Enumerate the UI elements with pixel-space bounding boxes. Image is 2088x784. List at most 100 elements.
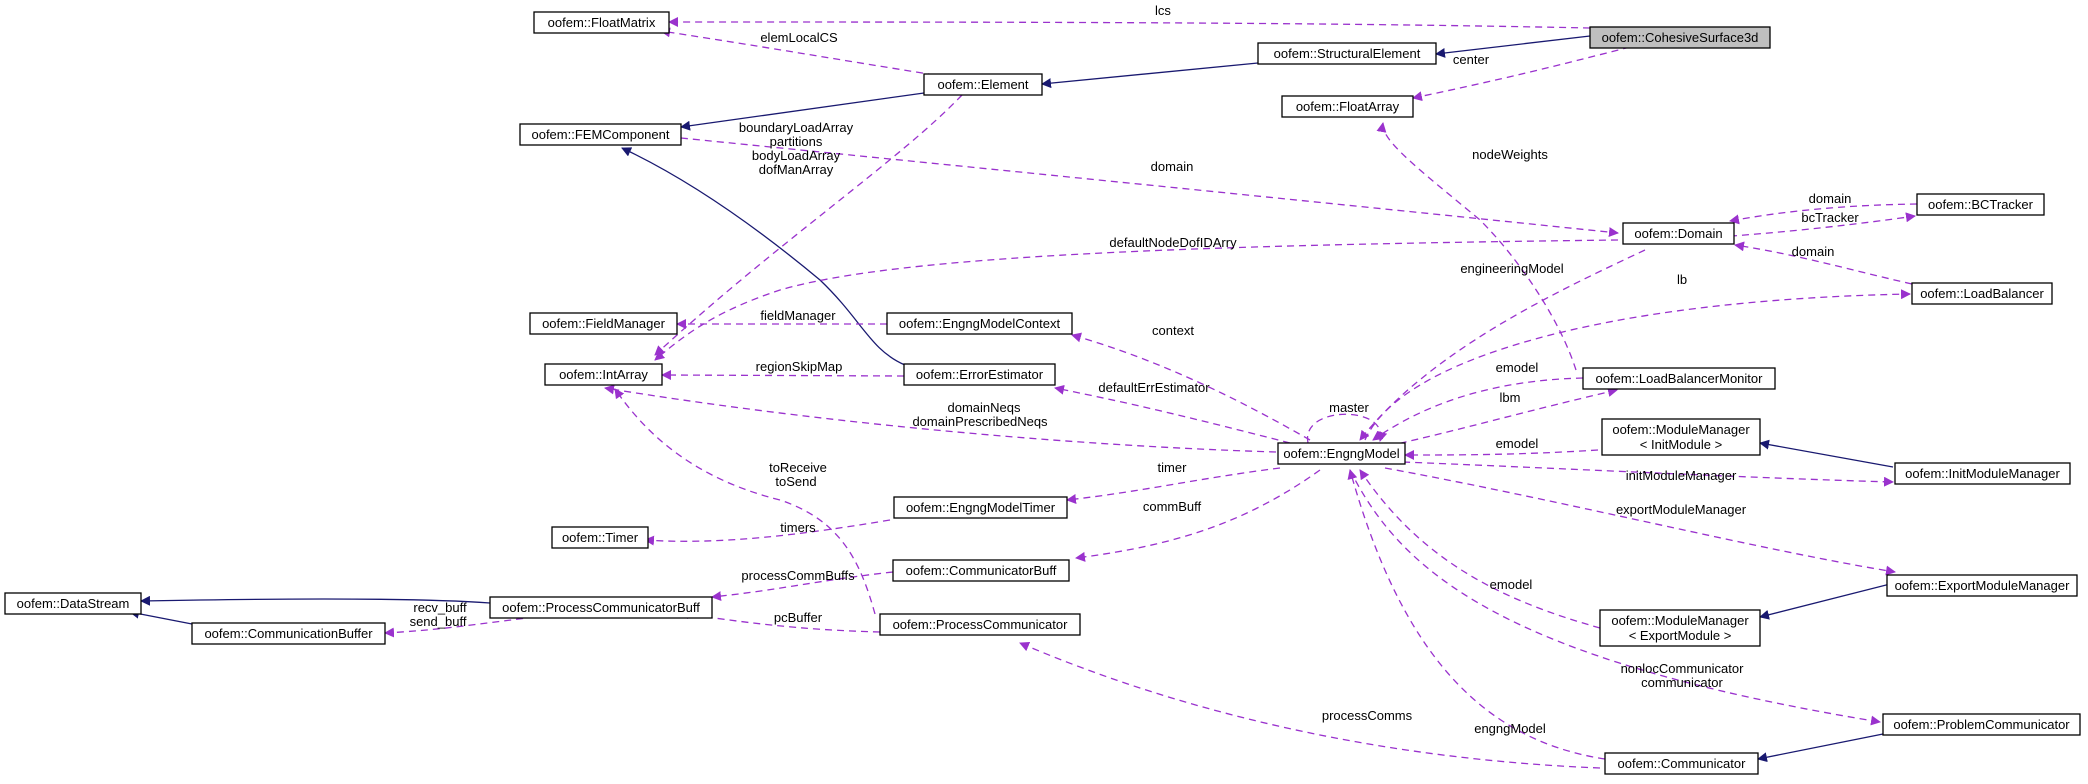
node-init-module-manager[interactable]: oofem::InitModuleManager [1894,462,2071,485]
label-nonloccommunicator: nonlocCommunicator [1621,661,1745,676]
edge-domain-engineeringmodel [1359,249,1646,441]
edge-pc-pcbuffer-pcb [679,609,881,633]
svg-text:oofem::ErrorEstimator: oofem::ErrorEstimator [916,367,1044,382]
svg-text:oofem::CommunicatorBuff: oofem::CommunicatorBuff [906,563,1057,578]
edge-probcomm-to-comm [1757,733,1884,763]
node-data-stream[interactable]: oofem::DataStream [4,592,142,615]
svg-text:oofem::StructuralElement: oofem::StructuralElement [1274,46,1421,61]
node-bc-tracker[interactable]: oofem::BCTracker [1916,193,2045,216]
node-module-manager-init[interactable]: oofem::ModuleManager < InitModule > [1601,418,1761,456]
label-bctracker: bcTracker [1801,210,1859,225]
edge-element-to-intarray [654,94,963,356]
node-structural-element[interactable]: oofem::StructuralElement [1257,42,1437,65]
node-export-module-manager[interactable]: oofem::ExportModuleManager [1886,574,2078,597]
label-timer: timer [1158,460,1188,475]
edge-cohesive-to-structural [1435,35,1591,58]
label-regionskipmap: regionSkipMap [756,359,843,374]
node-engng-model-context[interactable]: oofem::EngngModelContext [886,312,1073,335]
edge-element-to-femcomp [680,92,925,131]
label-master: master [1329,400,1369,415]
edge-bctracker-domain [1729,203,1918,225]
label-processcommbuffs: processCommBuffs [741,568,855,583]
edge-engng-defaulterrestimator-errest [1054,384,1291,444]
svg-text:oofem::Domain: oofem::Domain [1634,226,1722,241]
edge-lbmonitor-emodel-engng [1372,377,1584,441]
edge-element-elemlocalcs-floatmatrix [660,27,936,76]
svg-text:< ExportModule >: < ExportModule > [1629,628,1732,643]
label-boundaryloadarray: boundaryLoadArray [739,120,854,135]
node-communicator-buff[interactable]: oofem::CommunicatorBuff [892,559,1070,582]
edge-mminit-emodel-engng [1404,449,1599,460]
label-domainneqs: domainNeqs [948,400,1021,415]
edge-engng-commbuff-commbuff [1075,469,1321,562]
node-problem-communicator[interactable]: oofem::ProblemCommunicator [1882,713,2081,736]
node-process-communicator-buff[interactable]: oofem::ProcessCommunicatorBuff [489,596,713,619]
svg-text:oofem::BCTracker: oofem::BCTracker [1928,197,2034,212]
node-error-estimator[interactable]: oofem::ErrorEstimator [903,363,1056,386]
node-element[interactable]: oofem::Element [923,73,1043,96]
label-domainprescribedneqs: domainPrescribedNeqs [912,414,1048,429]
svg-text:oofem::DataStream: oofem::DataStream [17,596,130,611]
node-cohesive-surface-3d[interactable]: oofem::CohesiveSurface3d [1589,26,1771,49]
svg-text:oofem::ProblemCommunicator: oofem::ProblemCommunicator [1893,717,2070,732]
svg-text:oofem::Element: oofem::Element [937,77,1028,92]
svg-text:oofem::EngngModel: oofem::EngngModel [1283,446,1399,461]
svg-text:oofem::LoadBalancer: oofem::LoadBalancer [1920,286,2044,301]
svg-text:oofem::InitModuleManager: oofem::InitModuleManager [1905,466,2060,481]
node-communication-buffer[interactable]: oofem::CommunicationBuffer [191,622,386,645]
svg-text:oofem::ProcessCommunicator: oofem::ProcessCommunicator [893,617,1069,632]
node-module-manager-export[interactable]: oofem::ModuleManager < ExportModule > [1599,609,1761,647]
label-tosend: toSend [775,474,816,489]
label-emodel-lbm: emodel [1496,360,1539,375]
svg-text:oofem::Communicator: oofem::Communicator [1618,756,1747,771]
node-domain[interactable]: oofem::Domain [1622,222,1735,245]
node-load-balancer[interactable]: oofem::LoadBalancer [1911,282,2053,305]
node-engng-model[interactable]: oofem::EngngModel [1277,442,1406,465]
label-nodeweights: nodeWeights [1472,147,1548,162]
svg-text:oofem::CohesiveSurface3d: oofem::CohesiveSurface3d [1602,30,1759,45]
node-communicator[interactable]: oofem::Communicator [1604,752,1759,775]
label-partitions: partitions [770,134,823,149]
label-send-buff: send_buff [410,614,467,629]
label-toreceive: toReceive [769,460,827,475]
svg-text:oofem::ExportModuleManager: oofem::ExportModuleManager [1895,578,2071,593]
svg-text:oofem::ModuleManager: oofem::ModuleManager [1612,422,1750,437]
label-lcs: lcs [1155,3,1171,18]
node-int-array[interactable]: oofem::IntArray [544,363,663,386]
label-commbuff: commBuff [1143,499,1202,514]
edge-comm-processcomms-pc [1019,641,1601,769]
edge-pcb-to-datastream [140,595,491,606]
svg-text:oofem::FEMComponent: oofem::FEMComponent [531,127,669,142]
edge-errest-to-femcomp [621,147,906,366]
node-load-balancer-monitor[interactable]: oofem::LoadBalancerMonitor [1582,367,1776,390]
edge-femcomp-domain [680,137,1619,238]
node-field-manager[interactable]: oofem::FieldManager [529,312,678,335]
label-center: center [1453,52,1490,67]
edge-commbuff-processcommbuffs-pcb [711,571,894,602]
edge-loadbalancer-domain [1734,241,1913,285]
label-dofmanarray: dofManArray [759,162,834,177]
node-float-array[interactable]: oofem::FloatArray [1281,95,1414,118]
node-process-communicator[interactable]: oofem::ProcessCommunicator [879,613,1081,636]
node-timer[interactable]: oofem::Timer [551,526,649,549]
node-fem-component[interactable]: oofem::FEMComponent [519,123,682,146]
svg-text:< InitModule >: < InitModule > [1640,437,1722,452]
node-float-matrix[interactable]: oofem::FloatMatrix [533,11,670,34]
label-domain-lb: domain [1792,244,1835,259]
edge-initmm-to-mminit [1759,439,1894,468]
edge-mmexp-emodel-engng [1359,469,1601,629]
svg-text:oofem::ModuleManager: oofem::ModuleManager [1611,613,1749,628]
svg-text:oofem::FloatMatrix: oofem::FloatMatrix [548,15,656,30]
label-fieldmanager: fieldManager [760,308,836,323]
edge-domain-bctracker [1717,212,1916,238]
svg-text:oofem::CommunicationBuffer: oofem::CommunicationBuffer [204,626,373,641]
edge-domain-defaultnodedofidarry-intarray [654,239,1619,361]
edge-engng-context-ctx [1071,332,1311,441]
edge-pcb-recvbuff-combuf [384,616,536,638]
node-engng-model-timer[interactable]: oofem::EngngModelTimer [893,496,1068,519]
edge-engng-initmodulemanager-initmm [1402,461,1894,487]
edge-cohesive-lcs-floatmatrix [668,17,1591,29]
label-emodel-init: emodel [1496,436,1539,451]
edge-cohesive-center-floatarray [1412,46,1631,102]
edge-engtimer-timers-timer [644,519,891,546]
